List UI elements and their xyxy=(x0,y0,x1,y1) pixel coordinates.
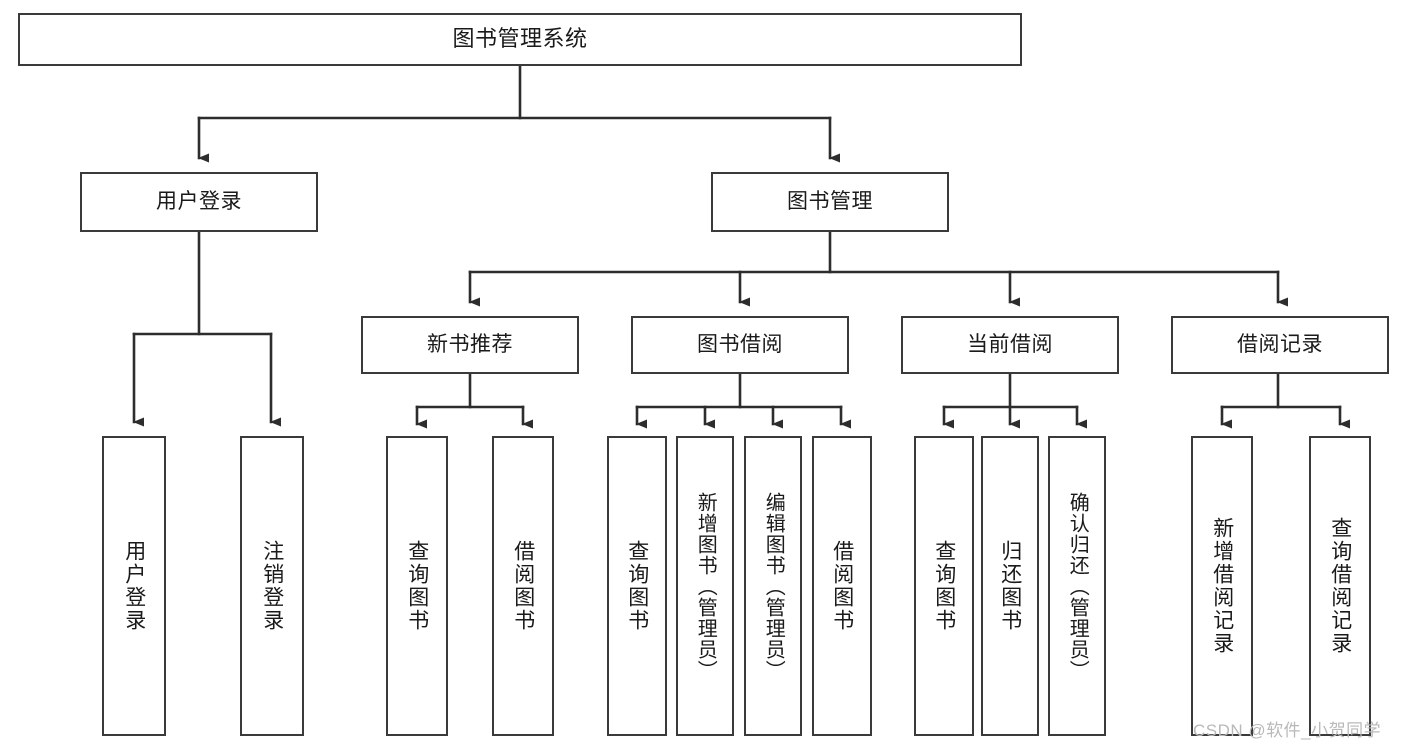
leaf-records-add-record[interactable]: 新增借阅记录 xyxy=(1191,436,1253,736)
node-label: 编辑图书（管理员） xyxy=(762,491,785,681)
node-label: 图书管理 xyxy=(787,190,873,214)
node-label: 新增图书（管理员） xyxy=(694,491,717,681)
node-current-borrowing[interactable]: 当前借阅 xyxy=(901,316,1119,374)
leaf-borrow-query-books[interactable]: 查询图书 xyxy=(607,436,667,736)
leaf-new-book-borrow-books[interactable]: 借阅图书 xyxy=(492,436,554,736)
node-borrow-records[interactable]: 借阅记录 xyxy=(1171,316,1389,374)
node-book-management[interactable]: 图书管理 xyxy=(711,172,949,232)
node-label: 查询图书 xyxy=(625,540,649,632)
leaf-new-book-query-books[interactable]: 查询图书 xyxy=(386,436,448,736)
leaf-records-query-record[interactable]: 查询借阅记录 xyxy=(1309,436,1371,736)
leaf-borrow-edit-book-admin[interactable]: 编辑图书（管理员） xyxy=(744,436,802,736)
node-label: 用户登录 xyxy=(156,190,242,214)
leaf-user-login-logout[interactable]: 注销登录 xyxy=(240,436,304,736)
node-user-login[interactable]: 用户登录 xyxy=(80,172,318,232)
node-label: 借阅图书 xyxy=(511,540,535,632)
node-label: 确认归还（管理员） xyxy=(1066,491,1089,681)
node-label: 当前借阅 xyxy=(967,333,1053,357)
leaf-user-login-login[interactable]: 用户登录 xyxy=(102,436,166,736)
leaf-borrow-borrow-books[interactable]: 借阅图书 xyxy=(812,436,872,736)
node-label: 借阅图书 xyxy=(830,540,854,632)
node-label: 查询借阅记录 xyxy=(1328,517,1352,655)
node-label: 查询图书 xyxy=(405,540,429,632)
node-label: 查询图书 xyxy=(932,540,956,632)
leaf-borrow-add-book-admin[interactable]: 新增图书（管理员） xyxy=(676,436,734,736)
node-label: 归还图书 xyxy=(998,540,1022,632)
node-label: 用户登录 xyxy=(122,540,146,632)
node-label: 注销登录 xyxy=(260,540,284,632)
csdn-watermark: CSDN @软件_小贺同学 xyxy=(1193,721,1382,740)
node-label: 新书推荐 xyxy=(427,333,513,357)
leaf-current-confirm-return-admin[interactable]: 确认归还（管理员） xyxy=(1048,436,1106,736)
node-label: 图书借阅 xyxy=(697,333,783,357)
node-label: 新增借阅记录 xyxy=(1210,517,1234,655)
leaf-current-return-books[interactable]: 归还图书 xyxy=(981,436,1039,736)
node-label: 借阅记录 xyxy=(1237,333,1323,357)
leaf-current-query-books[interactable]: 查询图书 xyxy=(914,436,974,736)
node-new-book-recommendation[interactable]: 新书推荐 xyxy=(361,316,579,374)
node-book-borrowing[interactable]: 图书借阅 xyxy=(631,316,849,374)
node-root-book-management-system[interactable]: 图书管理系统 xyxy=(18,13,1022,66)
node-label: 图书管理系统 xyxy=(452,26,588,52)
